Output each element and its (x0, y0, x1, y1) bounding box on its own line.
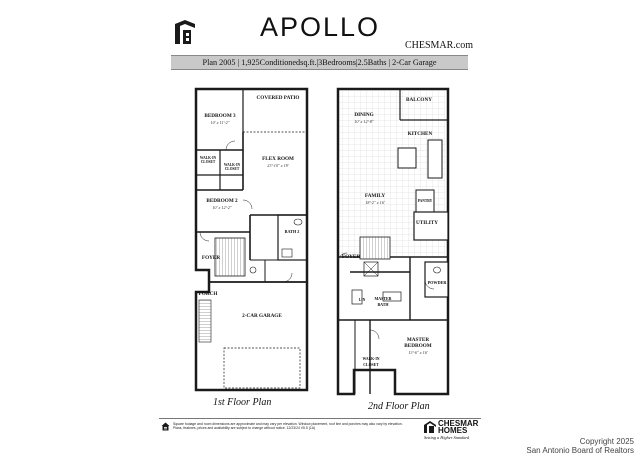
label-family: FAMILY (364, 193, 386, 199)
label-garage: 2-CAR GARAGE (242, 313, 282, 319)
label-bedroom-2: BEDROOM 2 (206, 198, 238, 204)
footer-divider (159, 418, 481, 419)
plan-title: APOLLO (259, 12, 381, 42)
chesmar-homes-logo-icon (424, 421, 436, 433)
first-floor-caption: 1st Floor Plan (213, 397, 272, 408)
label-walkin-closet-b: WALK-IN CLOSET (223, 163, 241, 171)
label-powder: POWDER (427, 280, 447, 285)
label-walkin-closet-a: WALK-IN CLOSET (199, 156, 217, 164)
label-flex-room: FLEX ROOM (262, 156, 294, 162)
second-floor-caption: 2nd Floor Plan (368, 401, 430, 412)
plan-specs-bar: Plan 2005 | 1,925Conditionedsq.ft.|3Bedr… (171, 55, 468, 70)
chesmar-logo-icon (171, 18, 199, 48)
brand-tagline: Setting a Higher Standard (424, 435, 470, 440)
label-utility: UTILITY (416, 220, 438, 226)
label-lin: LIN (358, 298, 366, 302)
label-balcony: BALCONY (406, 97, 432, 103)
dim-bedroom-3: 10' x 11'-2" (210, 120, 230, 125)
label-foyer-2: FOYER (341, 254, 361, 260)
copyright-watermark: Copyright 2025 San Antonio Board of Real… (526, 437, 634, 455)
brand-name-line1: CHESMAR (438, 419, 479, 428)
dim-flex-room: 23'-10" x 19' (267, 163, 289, 168)
label-master-bath: MASTER BATH (374, 296, 392, 307)
label-foyer-1: FOYER (201, 255, 221, 261)
label-dining: DINING (354, 112, 374, 118)
label-porch: PORCH (198, 291, 218, 297)
label-walkin-closet-master: WALK-IN CLOSET (362, 357, 380, 367)
second-floor-plan (336, 87, 450, 396)
label-pantry: PANTRY (417, 199, 433, 203)
chesmar-homes-brand: CHESMAR HOMES Setting a Higher Standard (422, 419, 482, 441)
label-covered-patio: COVERED PATIO (256, 95, 300, 101)
label-bath-2: BATH 2 (284, 229, 300, 234)
label-kitchen: KITCHEN (407, 131, 433, 137)
dim-bedroom-2: 10' x 12'-2" (212, 205, 232, 210)
first-floor-plan (194, 87, 309, 392)
brand-name-line2: HOMES (438, 426, 468, 435)
label-bedroom-3: BEDROOM 3 (204, 113, 236, 119)
website-label: CHESMAR.com (404, 40, 473, 51)
disclaimer-text: Square footage and room dimensions are a… (173, 422, 403, 431)
dim-dining: 10' x 12'-8" (354, 119, 374, 124)
equal-housing-icon (161, 422, 170, 431)
dim-master-bedroom: 13'-6" x 16' (408, 350, 428, 355)
dim-family: 18'-2" x 16' (365, 200, 385, 205)
label-master-bedroom: MASTER BEDROOM (404, 337, 432, 349)
